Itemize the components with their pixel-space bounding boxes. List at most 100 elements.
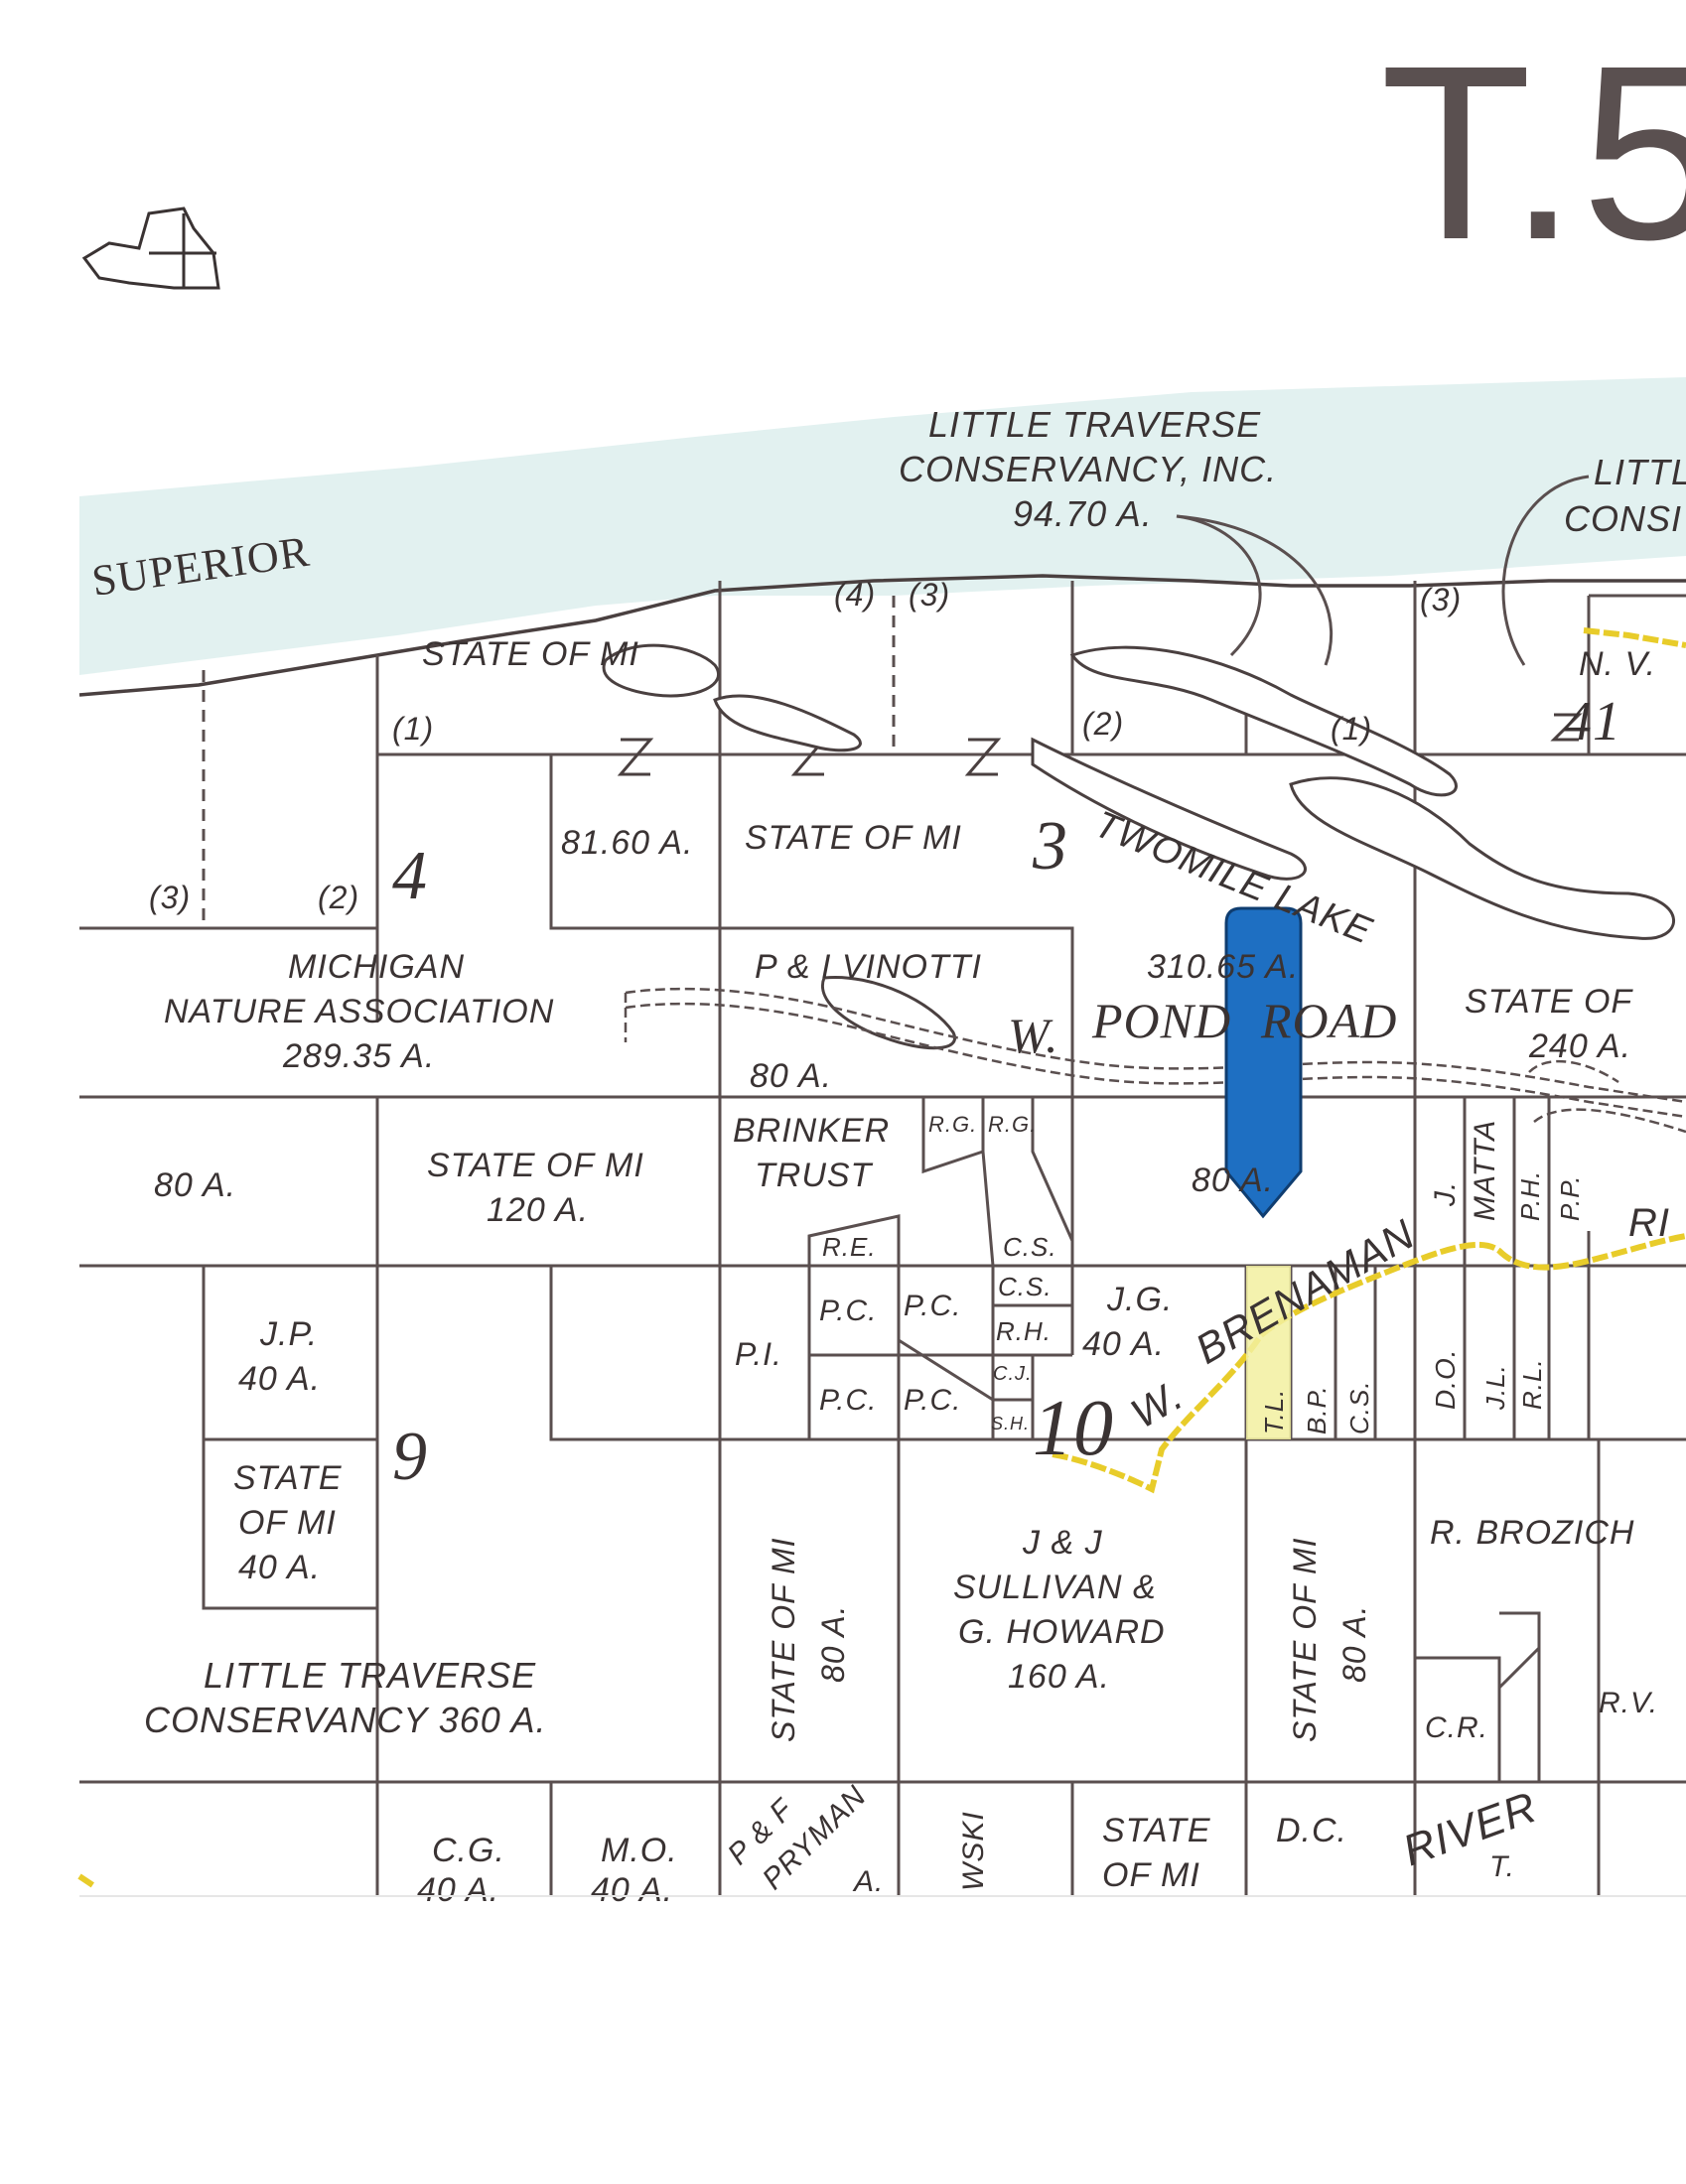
section-10: 10 <box>1033 1385 1114 1472</box>
section-41: 41 <box>1564 691 1621 752</box>
mna-3: 289.35 A. <box>282 1037 435 1075</box>
cg: C.G. <box>432 1832 505 1869</box>
lot-4: (4) <box>834 577 876 613</box>
cs-2: C.S. <box>998 1272 1053 1301</box>
ph: P.H. <box>1515 1170 1545 1221</box>
section-3: 3 <box>1032 808 1068 885</box>
re: R.E. <box>822 1232 877 1262</box>
ltc-top-3: 94.70 A. <box>1013 493 1153 534</box>
ltc-right-2: CONSI <box>1564 498 1682 539</box>
bp: B.P. <box>1302 1385 1332 1434</box>
pointer-line-1 <box>1176 514 1262 657</box>
cs-1: C.S. <box>1003 1232 1057 1262</box>
pp: P.P. <box>1555 1175 1585 1221</box>
state-mi-40-2: OF MI <box>238 1504 337 1542</box>
state-mi-120-1: STATE OF MI <box>427 1147 644 1184</box>
p-80-c: 80 A. <box>1192 1161 1274 1199</box>
sullivan-3: G. HOWARD <box>958 1613 1166 1651</box>
nv: N. V. <box>1579 645 1656 683</box>
pc-4: P.C. <box>904 1384 961 1417</box>
state-mi-80-v2a: 80 A. <box>1336 1604 1372 1683</box>
jg: J.G. <box>1106 1281 1173 1318</box>
p-81-60: 81.60 A. <box>561 824 693 862</box>
small-lakes <box>602 643 1675 1050</box>
ltc-top-1: LITTLE TRAVERSE <box>928 404 1261 445</box>
lot-3b: (3) <box>149 880 191 915</box>
pointer-line-3 <box>1501 475 1590 666</box>
mna-1: MICHIGAN <box>288 948 465 986</box>
state-mi-bot-1: STATE <box>1102 1812 1211 1849</box>
p-240: 240 A. <box>1528 1027 1631 1065</box>
state-mi-40-3: 40 A. <box>238 1549 321 1586</box>
jp-a: 40 A. <box>238 1360 321 1398</box>
highlighted-parcel-tl <box>1246 1266 1291 1439</box>
wski: WSKI <box>957 1811 990 1891</box>
sullivan-4: 160 A. <box>1008 1658 1110 1696</box>
ltc-360-1: LITTLE TRAVERSE <box>204 1655 536 1696</box>
pc-1: P.C. <box>819 1295 877 1327</box>
rg-2: R.G. <box>988 1112 1037 1137</box>
ltc-right-1: LITTL <box>1594 452 1686 492</box>
ltc-top-2: CONSERVANCY, INC. <box>899 449 1277 489</box>
lake-superior-water <box>79 377 1686 675</box>
pointer-line-2 <box>1176 514 1333 666</box>
river-segment-top <box>1583 627 1686 648</box>
p-80-w: 80 A. <box>154 1166 236 1204</box>
brinker-2: TRUST <box>755 1157 874 1194</box>
inset-symbol <box>81 206 220 290</box>
pond-road <box>624 987 1686 1134</box>
sh: S.H. <box>991 1414 1030 1433</box>
cr: C.R. <box>1425 1711 1488 1744</box>
lot-2a: (2) <box>318 880 359 915</box>
state-mi-40-1: STATE <box>233 1459 343 1497</box>
pi: P.I. <box>735 1336 782 1372</box>
sullivan-1: J & J <box>1022 1524 1103 1562</box>
state-mi-80-v2: STATE OF MI <box>1287 1537 1323 1742</box>
section-9: 9 <box>392 1419 428 1495</box>
lot-1a: (1) <box>392 711 434 747</box>
pond-road-road: ROAD <box>1260 993 1397 1048</box>
river <box>1052 1233 1686 1494</box>
section-4: 4 <box>392 838 428 914</box>
pc-3: P.C. <box>819 1384 877 1417</box>
lot-3a: (3) <box>909 577 950 613</box>
cg-a: 40 A. <box>417 1871 499 1909</box>
jg-a: 40 A. <box>1082 1325 1165 1363</box>
jl: J.L. <box>1480 1364 1510 1411</box>
state-mi-3: STATE OF MI <box>745 819 962 857</box>
state-mi-bot-2: OF MI <box>1102 1856 1200 1894</box>
do: D.O. <box>1430 1348 1461 1410</box>
lot-3c: (3) <box>1420 582 1462 617</box>
ltc-360-2: CONSERVANCY 360 A. <box>144 1700 547 1740</box>
mo: M.O. <box>601 1832 678 1869</box>
jmatta-j: J. <box>1429 1181 1462 1207</box>
brinker-1: BRINKER <box>733 1112 890 1150</box>
t: T. <box>1489 1850 1515 1883</box>
vinotti: P & I VINOTTI <box>755 948 982 986</box>
rv: R.V. <box>1599 1687 1658 1719</box>
pond-road-w: W. <box>1008 1008 1059 1063</box>
cj: C.J. <box>993 1363 1033 1385</box>
jmatta: MATTA <box>1469 1120 1501 1221</box>
pond-road-name: POND <box>1091 993 1231 1048</box>
lot-1b: (1) <box>1331 711 1372 747</box>
state-mi-120-2: 120 A. <box>487 1191 589 1229</box>
state-mi-shore: STATE OF MI <box>422 635 639 673</box>
dc: D.C. <box>1276 1812 1347 1849</box>
mo-a: 40 A. <box>591 1871 673 1909</box>
rh: R.H. <box>996 1316 1052 1346</box>
township-label: T.5 <box>1380 14 1686 291</box>
location-marker <box>1224 906 1303 1219</box>
rg-1: R.G. <box>928 1112 977 1137</box>
tl: T.L. <box>1259 1389 1289 1434</box>
mna-2: NATURE ASSOCIATION <box>164 993 554 1030</box>
p-310-65: 310.65 A. <box>1147 948 1299 986</box>
sullivan-2: SULLIVAN & <box>953 1569 1157 1606</box>
vinotti-a: 80 A. <box>750 1057 832 1095</box>
cs-3: C.S. <box>1344 1380 1374 1434</box>
river-edge-bottom <box>77 1873 96 1889</box>
brozich: R. BROZICH <box>1430 1514 1634 1552</box>
river-label-short: RI <box>1628 1201 1670 1245</box>
